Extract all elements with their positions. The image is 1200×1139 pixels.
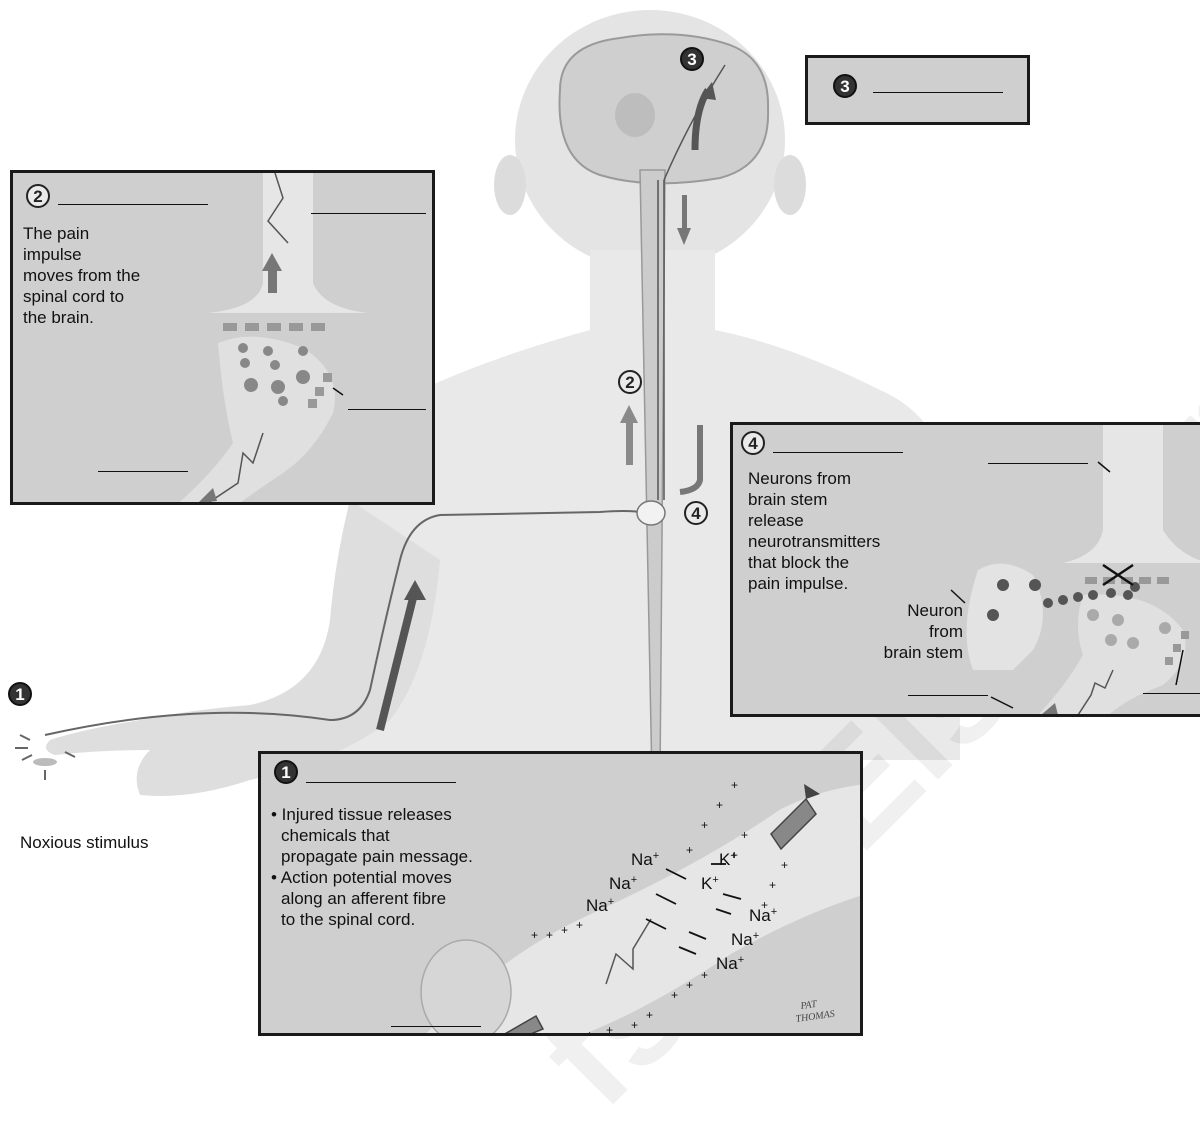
panel-2-number: 2	[26, 184, 50, 208]
panel-4-label-blank	[1143, 693, 1200, 694]
panel-4-text-line: pain impulse.	[748, 573, 880, 594]
panel-2-title-blank	[58, 204, 208, 205]
noxious-stimulus-label: Noxious stimulus	[20, 832, 149, 853]
panel-4-title-blank	[773, 452, 903, 453]
svg-text:+: +	[646, 1008, 653, 1022]
panel-4-description: Neurons from brain stem release neurotra…	[748, 468, 880, 594]
brain	[560, 34, 769, 183]
spinal-synapse	[637, 501, 665, 525]
svg-text:+: +	[576, 918, 583, 932]
svg-text:+: +	[716, 798, 723, 812]
neuron-label-line: Neuron	[873, 600, 963, 621]
panel-1-label-blank	[391, 1026, 481, 1027]
panel-4-text-line: release	[748, 510, 880, 531]
panel-2-label-blank	[98, 471, 188, 472]
svg-text:+: +	[631, 1018, 638, 1032]
svg-text:+: +	[531, 928, 538, 942]
svg-text:+: +	[769, 878, 776, 892]
panel-3-number: 3	[833, 74, 857, 98]
panel-4-modulation: 4 Neurons from brain stem release neurot…	[730, 422, 1200, 717]
bullet-line: • Injured tissue releases	[271, 804, 473, 825]
svg-text:+: +	[606, 1023, 613, 1036]
svg-text:+: +	[731, 778, 738, 792]
panel-3-perception: 3	[805, 55, 1030, 125]
bullet-line: to the spinal cord.	[271, 909, 473, 930]
panel-4-text-line: Neurons from	[748, 468, 880, 489]
down-arrow	[682, 195, 687, 230]
svg-text:+: +	[671, 988, 678, 1002]
marker-step-2: 2	[618, 370, 642, 394]
neuron-from-brain-stem-label: Neuron from brain stem	[873, 600, 963, 663]
panel-4-text-line: neurotransmitters	[748, 531, 880, 552]
panel-2-description: The pain impulse moves from the spinal c…	[23, 223, 140, 328]
up-arrow	[626, 420, 633, 465]
svg-text:+: +	[686, 843, 693, 857]
panel-4-text-line: that block the	[748, 552, 880, 573]
neuron-label-line: brain stem	[873, 642, 963, 663]
svg-text:+: +	[561, 923, 568, 937]
panel-1-number: 1	[274, 760, 298, 784]
panel-2-text-line: spinal cord to	[23, 286, 140, 307]
neuron-label-line: from	[873, 621, 963, 642]
bullet-line: along an afferent fibre	[271, 888, 473, 909]
ion-label: Na+	[586, 896, 614, 916]
panel-4-number: 4	[741, 431, 765, 455]
panel-1-title-blank	[306, 782, 456, 783]
panel-3-title-blank	[873, 92, 1003, 93]
ion-label: K+	[701, 874, 719, 894]
panel-4-label-blank	[988, 463, 1088, 464]
stimulus-object	[33, 758, 57, 766]
panel-1-description: • Injured tissue releases chemicals that…	[271, 804, 473, 930]
panel-2-text-line: the brain.	[23, 307, 140, 328]
ion-label: K+	[719, 850, 737, 870]
svg-text:+: +	[701, 968, 708, 982]
panel-1-transduction: +++ +++ +++ +++ +++ +++ ++ PAT THOMAS 1 …	[258, 751, 863, 1036]
marker-step-4: 4	[684, 501, 708, 525]
ion-label: Na+	[731, 930, 759, 950]
ion-label: Na+	[609, 874, 637, 894]
svg-text:+: +	[546, 928, 553, 942]
marker-step-1: 1	[8, 682, 32, 706]
bullet-line: • Action potential moves	[271, 867, 473, 888]
right-ear	[774, 155, 806, 215]
ion-label: Na+	[631, 850, 659, 870]
ion-label: Na+	[749, 906, 777, 926]
signature-line-1: PAT	[799, 999, 819, 1012]
svg-text:+: +	[586, 1028, 593, 1036]
svg-text:+: +	[781, 858, 788, 872]
bullet-line: chemicals that	[271, 825, 473, 846]
svg-text:+: +	[686, 978, 693, 992]
panel-2-transmission: 2 The pain impulse moves from the spinal…	[10, 170, 435, 505]
ion-label: Na+	[716, 954, 744, 974]
panel-4-label-blank	[908, 695, 988, 696]
marker-step-3: 3	[680, 47, 704, 71]
left-ear	[494, 155, 526, 215]
bullet-line: propagate pain message.	[271, 846, 473, 867]
svg-text:+: +	[741, 828, 748, 842]
svg-text:+: +	[701, 818, 708, 832]
panel-2-text-line: moves from the	[23, 265, 140, 286]
panel-2-label-blank	[348, 409, 426, 410]
panel-2-text-line: The pain	[23, 223, 140, 244]
panel-2-label-blank	[311, 213, 426, 214]
panel-4-text-line: brain stem	[748, 489, 880, 510]
panel-2-text-line: impulse	[23, 244, 140, 265]
brain-thalamus	[615, 93, 655, 137]
